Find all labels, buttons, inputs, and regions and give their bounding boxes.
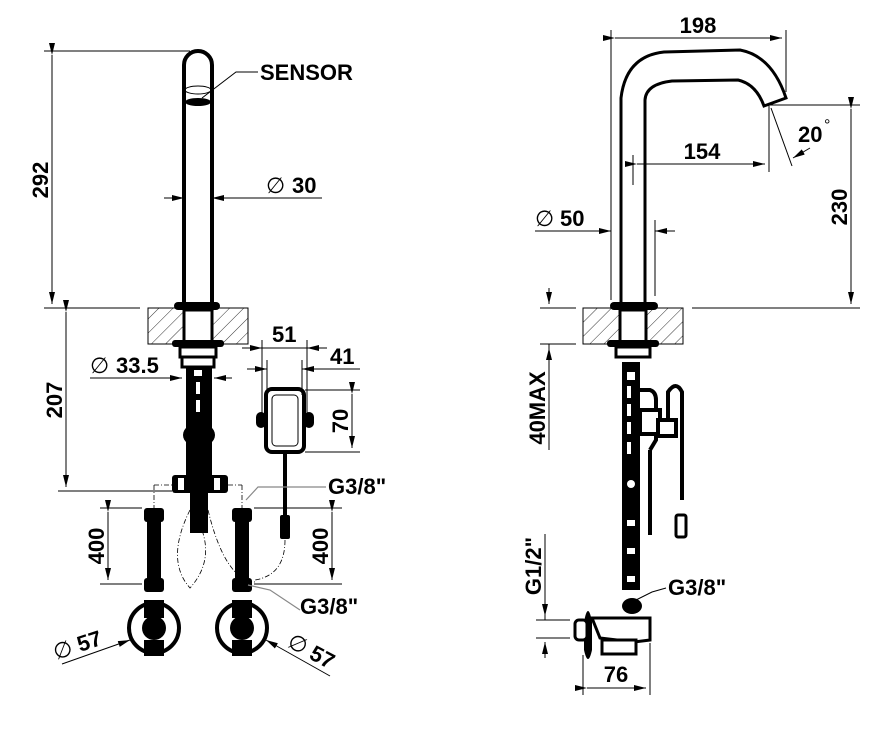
angle-valve-side [573,598,652,659]
dim-height-292: 292 [28,43,190,309]
dim-label-292: 292 [28,162,53,199]
dim-label-33-5: 33.5 [116,353,159,378]
dim-height-230: 230 [692,97,860,309]
dim-label-154: 154 [684,139,721,164]
dim-hose-right-400: 400 [254,500,342,585]
spout-side [610,48,788,310]
sensor-label: SENSOR [260,60,353,85]
dim-height-207: 207 [42,300,172,492]
callout-g38-side: G3/8" [635,575,726,601]
dim-valve-left-57: ∅ 57 [50,625,131,665]
diameter-symbol: ∅ [535,206,554,231]
dim-label-51: 51 [272,322,296,347]
dim-label-70: 70 [328,409,353,433]
dim-label-g38-bottom: G3/8" [300,594,358,619]
dim-diameter-50: ∅ 50 [535,206,675,296]
hose-left [144,484,206,592]
dim-label-57-left: 57 [74,625,105,656]
dim-label-76: 76 [604,662,628,687]
dim-label-g38-top: G3/8" [328,474,386,499]
shank-assembly [172,367,228,533]
dim-depth-76: 76 [575,643,651,695]
dim-reach-154: 154 [625,105,770,185]
dim-label-20: 20 [798,122,822,147]
degree-symbol: ° [824,117,830,134]
sensor-callout: SENSOR [201,60,353,99]
dim-label-g38-side: G3/8" [668,575,726,600]
dim-angle-20: 20 ° [770,107,830,167]
valve-right [215,600,269,656]
dim-valve-right-57: ∅ 57 [265,628,339,677]
hose-right [207,484,256,592]
diameter-symbol: ∅ [284,628,313,659]
dim-diameter-33-5: ∅ 33.5 [90,353,232,381]
dim-label-230: 230 [827,189,852,226]
dim-label-400-right: 400 [308,528,333,565]
dim-label-198: 198 [680,13,717,38]
dim-hose-left-400: 400 [84,500,142,585]
diameter-symbol: ∅ [90,353,109,378]
dim-deck-40max: 40MAX [525,288,576,450]
control-box [254,387,314,581]
dim-diameter-30: ∅ 30 [164,173,322,201]
front-view: 292 SENSOR ∅ 30 207 ∅ 33.5 [28,43,386,677]
side-view: 198 154 20 ° 230 ∅ [521,13,860,695]
diameter-symbol: ∅ [266,173,285,198]
dim-label-30: 30 [292,173,316,198]
dim-label-g12: G1/2" [521,537,546,595]
callout-g38-top: G3/8" [245,474,386,501]
dim-label-57-right: 57 [306,640,339,674]
dim-label-207: 207 [42,382,67,419]
shank-assembly-side [622,362,688,590]
valve-left [127,600,181,656]
dim-label-50: 50 [560,206,584,231]
callout-g38-bottom: G3/8" [247,584,358,619]
dim-control-box: 51 41 70 [242,322,360,453]
dim-reach-198: 198 [603,13,787,300]
dim-inlet-g12: G1/2" [521,534,570,658]
dim-label-400-left: 400 [84,528,109,565]
dim-label-40max: 40MAX [525,371,550,445]
dim-label-41: 41 [330,344,354,369]
